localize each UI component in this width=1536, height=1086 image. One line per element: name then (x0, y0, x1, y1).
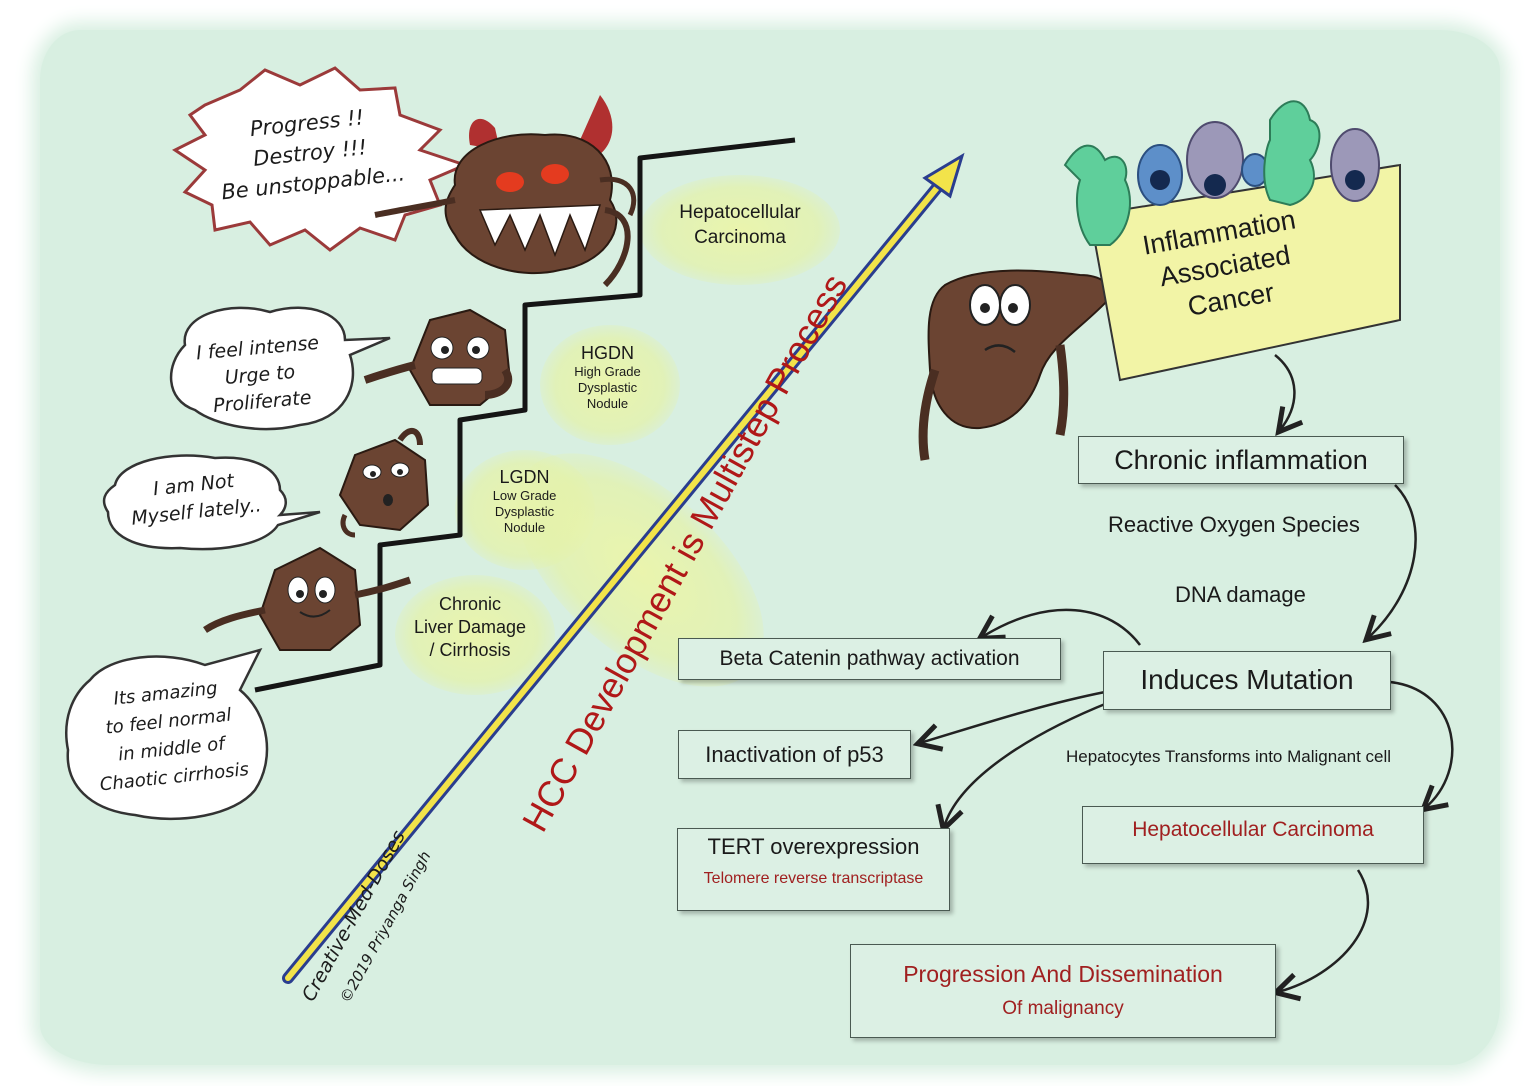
stage-hcc-label: Hepatocellular Carcinoma (660, 200, 820, 250)
hgdn-glow (540, 325, 680, 445)
chronic-glow (395, 575, 555, 695)
speech-bubble-4 (65, 648, 269, 821)
beta-catenin-box: Beta Catenin pathway activation (678, 638, 1061, 680)
bubble-4-text: Its amazing to feel normal in middle of … (75, 671, 266, 801)
induces-mutation-box: Induces Mutation (1103, 651, 1391, 710)
stage-lgdn-line-3: Nodule (503, 520, 546, 535)
dna-damage-label: DNA damage (1175, 582, 1306, 607)
p53-box: Inactivation of p53 (678, 730, 911, 779)
arrow-induces-to-hcc (1389, 680, 1454, 808)
tert-subtitle: Telomere reverse transcriptase (703, 870, 924, 887)
progression-box: Progression And Dissemination Of maligna… (850, 944, 1276, 1038)
stage-hgdn-line-1: High Grade (574, 364, 641, 379)
progress-arrow (282, 152, 965, 984)
ros-label: Reactive Oxygen Species (1108, 512, 1360, 537)
speech-bubble-3 (102, 454, 321, 551)
stage-chronic-line-2: Liver Damage (413, 617, 527, 637)
arrow-induces-to-p53 (920, 690, 1106, 743)
bubble-2-text: I feel intense Urge to Proliferate (182, 329, 338, 423)
stage-lgdn-line-1: Low Grade (492, 488, 557, 503)
stage-lgdn-abbr: LGDN (499, 467, 550, 487)
hcc-box: Hepatocellular Carcinoma (1082, 806, 1424, 864)
tert-title: TERT overexpression (707, 834, 920, 859)
stage-chronic-line-3: / Cirrhosis (429, 640, 511, 660)
immune-cells-illustration (1063, 100, 1380, 246)
stage-hcc-line-2: Carcinoma (694, 227, 786, 248)
hcc-glow (640, 175, 840, 285)
arrow-chronic-to-induces (1368, 484, 1417, 638)
stage-hcc-line-1: Hepatocellular (679, 202, 801, 223)
progression-subtitle: Of malignancy (1002, 998, 1124, 1019)
stage-hgdn-abbr: HGDN (581, 343, 634, 363)
transforms-label: Hepatocytes Transforms into Malignant ce… (1066, 747, 1392, 766)
speech-bubble-1 (172, 66, 470, 252)
lgdn-monster-illustration (338, 428, 430, 538)
chronic-inflammation-box: Chronic inflammation (1078, 436, 1404, 484)
arrow-induces-to-beta (982, 608, 1141, 646)
stage-chronic-line-1: Chronic (438, 594, 502, 614)
arrow-hcc-to-progression (1278, 869, 1370, 992)
stage-lgdn-line-2: Dysplastic (494, 504, 555, 519)
hgdn-monster-illustration (363, 308, 513, 406)
speech-bubble-2 (169, 306, 391, 431)
stage-hgdn-label: HGDN High Grade Dysplastic Nodule (555, 342, 660, 412)
devil-monster-illustration (374, 95, 637, 288)
stage-lgdn-label: LGDN Low Grade Dysplastic Nodule (472, 466, 577, 536)
stage-hgdn-line-3: Nodule (586, 396, 629, 411)
progression-title: Progression And Dissemination (903, 961, 1223, 987)
arrow-sign-to-chronic (1274, 354, 1294, 430)
chronic-monster-illustration (203, 546, 412, 651)
tert-box: TERT overexpression Telomere reverse tra… (677, 828, 950, 911)
stage-chronic-label: Chronic Liver Damage / Cirrhosis (405, 593, 535, 662)
staircase-line (254, 137, 796, 693)
liver-character-illustration (918, 269, 1112, 461)
stage-hgdn-line-2: Dysplastic (577, 380, 638, 395)
arrow-induces-to-tert (944, 700, 1111, 827)
